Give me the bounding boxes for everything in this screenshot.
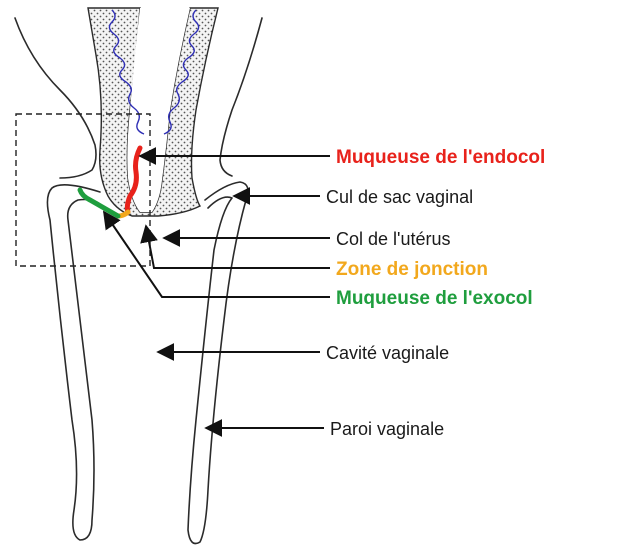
label-cul-de-sac: Cul de sac vaginal (326, 187, 473, 207)
uterus-outline-right (220, 18, 262, 176)
label-cavite: Cavité vaginale (326, 343, 449, 363)
vaginal-wall-left (47, 185, 100, 540)
label-jonction: Zone de jonction (336, 259, 488, 280)
label-col: Col de l'utérus (336, 229, 451, 249)
label-exocol: Muqueuse de l'exocol (336, 288, 533, 309)
vaginal-wall-right (188, 182, 248, 544)
uterus-outline (15, 18, 96, 178)
arrow-exocol (104, 212, 330, 297)
label-paroi: Paroi vaginale (330, 419, 444, 439)
label-endocol: Muqueuse de l'endocol (336, 147, 545, 168)
